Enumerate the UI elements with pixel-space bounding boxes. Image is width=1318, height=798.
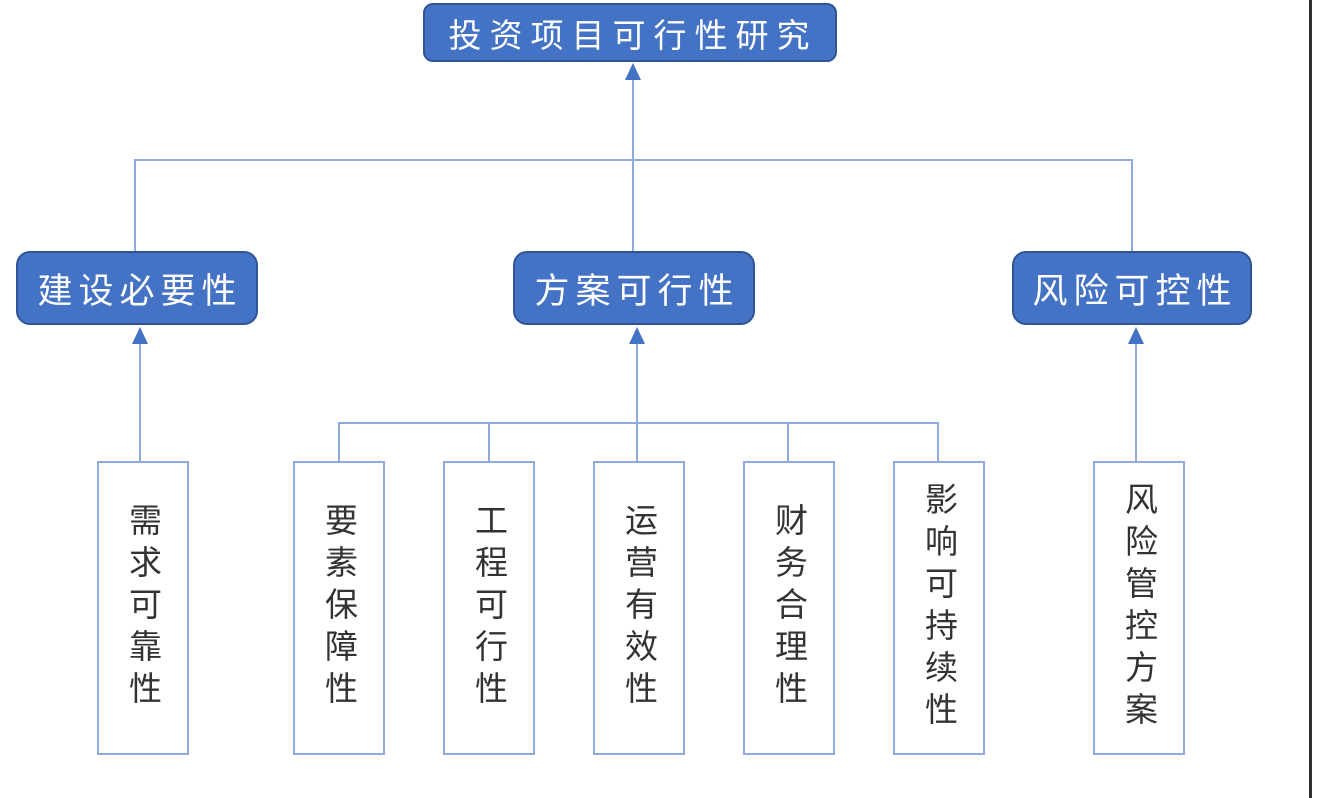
leaf-element-guarantee-label: 要素保障性 (320, 503, 358, 713)
leaf-demand-reliability-label: 需求可靠性 (124, 503, 162, 713)
leaf-financial-rationality-label: 财务合理性 (770, 503, 808, 713)
window-edge-line (1309, 0, 1312, 798)
leaf-financial-rationality: 财务合理性 (743, 461, 835, 755)
node-plan-feasibility-label: 方案可行性 (534, 271, 740, 311)
leaf-risk-control-plan: 风险管控方案 (1093, 461, 1185, 755)
node-root-label: 投资项目可行性研究 (448, 16, 818, 54)
leaf-risk-control-plan-label: 风险管控方案 (1120, 482, 1158, 734)
arrowhead-plan-to-root (625, 63, 641, 80)
arrowhead-operation-to-plan (629, 327, 645, 344)
node-construction-necessity-label: 建设必要性 (37, 271, 243, 311)
node-root-feasibility-study: 投资项目可行性研究 (423, 3, 837, 62)
node-risk-controllability-label: 风险可控性 (1032, 271, 1238, 311)
node-plan-feasibility: 方案可行性 (513, 251, 755, 325)
node-construction-necessity: 建设必要性 (16, 251, 258, 325)
leaf-engineering-feasibility-label: 工程可行性 (470, 503, 508, 713)
leaf-operation-effectiveness: 运营有效性 (593, 461, 685, 755)
leaf-demand-reliability: 需求可靠性 (97, 461, 189, 755)
node-risk-controllability: 风险可控性 (1012, 251, 1252, 325)
elbow-connector-middle (338, 422, 939, 461)
leaf-operation-effectiveness-label: 运营有效性 (620, 503, 658, 713)
elbow-connector-top (134, 159, 1133, 251)
arrowhead-demand-to-necessity (132, 327, 148, 344)
arrowhead-riskplan-to-risk (1128, 327, 1144, 344)
leaf-impact-sustainability-label: 影响可持续性 (920, 482, 958, 734)
leaf-element-guarantee: 要素保障性 (293, 461, 385, 755)
leaf-impact-sustainability: 影响可持续性 (893, 461, 985, 755)
leaf-engineering-feasibility: 工程可行性 (443, 461, 535, 755)
